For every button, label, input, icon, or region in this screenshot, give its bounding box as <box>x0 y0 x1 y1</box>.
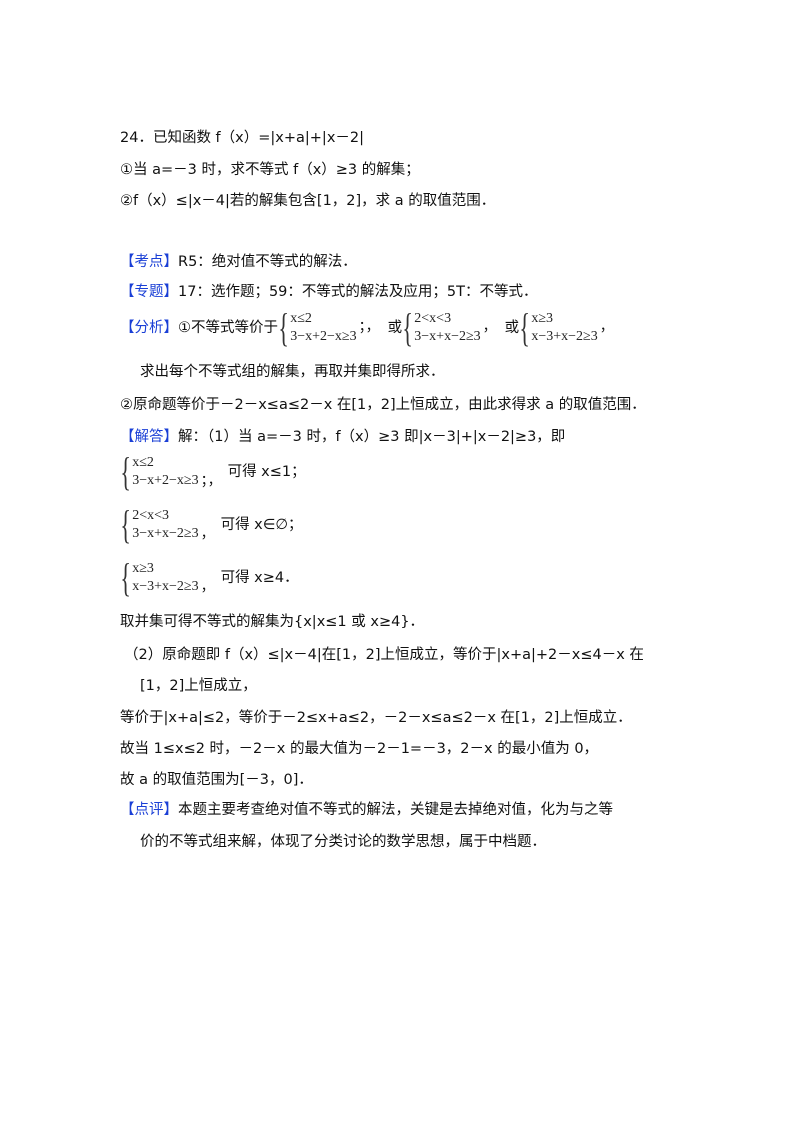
jieda-line1: 解：（1）当 a=－3 时，f（x）≥3 即|x－3|+|x－2|≥3，即 <box>178 429 566 445</box>
part2-line4: 故当 1≤x≤2 时，－2－x 的最大值为－2－1=－3，2－x 的最小值为 0… <box>120 741 599 757</box>
brace-icon: { <box>519 305 531 350</box>
fenxi-intro: ①不等式等价于 <box>178 320 278 336</box>
zhuanti-section: 【专题】17：选作题；59：不等式的解法及应用；5T：不等式． <box>120 282 537 302</box>
part2-line2: [1，2]上恒成立， <box>140 678 257 694</box>
dianping-label: 【点评】 <box>120 802 178 818</box>
kaodian-section: 【考点】R5：绝对值不等式的解法． <box>120 252 357 272</box>
brace-icon: { <box>120 555 131 600</box>
fenxi-line3: ②原命题等价于－2－x≤a≤2－x 在[1，2]上恒成立，由此求得求 a 的取值… <box>120 397 646 413</box>
fenxi-line2: 求出每个不等式组的解集，再取并集即得所求． <box>140 364 445 380</box>
dianping-section: 【点评】本题主要考查绝对值不等式的解法，关键是去掉绝对值，化为与之等 <box>120 800 613 820</box>
problem-part1: ①当 a=－3 时，求不等式 f（x）≥3 的解集； <box>120 162 420 178</box>
jieda-label: 【解答】 <box>120 429 178 445</box>
dianping-line2: 价的不等式组来解，体现了分类讨论的数学思想，属于中档题． <box>140 834 546 850</box>
part2-line5: 故 a 的取值范围为[－3，0]． <box>120 772 313 788</box>
fenxi-label: 【分析】 <box>120 320 178 336</box>
problem-title: 24．已知函数 f（x）=|x+a|+|x－2| <box>120 130 365 146</box>
jieda-section: 【解答】解：（1）当 a=－3 时，f（x）≥3 即|x－3|+|x－2|≥3，… <box>120 427 565 447</box>
part2-line1: （2）原命题即 f（x）≤|x－4|在[1，2]上恒成立，等价于|x+a|+2－… <box>124 647 644 663</box>
brace-icon: { <box>402 305 413 350</box>
zhuanti-label: 【专题】 <box>120 284 178 300</box>
brace-icon: { <box>120 449 131 494</box>
problem-part2: ②f（x）≤|x－4|若的解集包含[1，2]，求 a 的取值范围． <box>120 193 496 209</box>
union-result: 取并集可得不等式的解集为{x|x≤1 或 x≥4}． <box>120 614 425 630</box>
part2-line3: 等价于|x+a|≤2，等价于－2≤x+a≤2，－2－x≤a≤2－x 在[1，2]… <box>120 710 632 726</box>
brace-icon: { <box>278 305 289 350</box>
kaodian-text: R5：绝对值不等式的解法． <box>178 254 357 270</box>
kaodian-label: 【考点】 <box>120 254 178 270</box>
dianping-line1: 本题主要考查绝对值不等式的解法，关键是去掉绝对值，化为与之等 <box>178 802 613 818</box>
brace-icon: { <box>120 502 131 547</box>
zhuanti-text: 17：选作题；59：不等式的解法及应用；5T：不等式． <box>178 284 538 300</box>
